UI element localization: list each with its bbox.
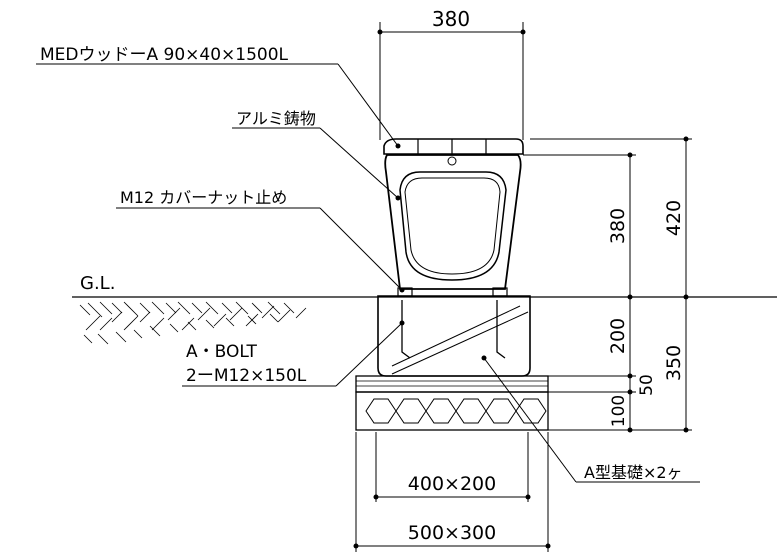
- material-leader: MEDウッドーA 90×40×1500L: [36, 45, 401, 149]
- block-depth-label: 200: [607, 318, 629, 354]
- casting-leader: アルミ鋳物: [232, 109, 401, 201]
- foundation-leader: A型基礎×2ヶ: [483, 357, 700, 483]
- block-size-dimension: 400×200: [373, 432, 531, 502]
- earth-hatch: [79, 301, 307, 345]
- base-size-label: 500×300: [408, 522, 496, 544]
- bench-seat: [383, 138, 524, 166]
- block-size-label: 400×200: [408, 473, 496, 495]
- seat-height-label: 380: [607, 208, 629, 244]
- mortar-depth-label: 50: [637, 374, 657, 396]
- right-dimensions: 380 420 200 350 50 100: [523, 136, 692, 433]
- concrete-block: [377, 295, 531, 377]
- aluminum-casting-leg: [384, 154, 522, 297]
- mortar-layer: [355, 375, 549, 393]
- top-width-label: 380: [432, 7, 470, 31]
- nut-label: M12 カバーナット止め: [120, 188, 287, 207]
- bolt-leader: A・BOLT 2ーM12×150L: [182, 322, 403, 387]
- nut-leader: M12 カバーナット止め: [116, 188, 405, 293]
- ground-line: G.L.: [72, 273, 777, 298]
- total-height-label: 420: [663, 200, 685, 236]
- foundation-label: A型基礎×2ヶ: [584, 463, 683, 482]
- bolt-label-line2: 2ーM12×150L: [186, 366, 307, 386]
- bolt-label-line1: A・BOLT: [186, 342, 258, 362]
- base-size-dimension: 500×300: [353, 432, 551, 552]
- gravel-depth-label: 100: [609, 395, 629, 427]
- material-label: MEDウッドーA 90×40×1500L: [40, 45, 289, 65]
- gl-label: G.L.: [80, 273, 115, 294]
- gravel-layer: [355, 391, 549, 431]
- total-depth-label: 350: [663, 345, 685, 381]
- casting-label: アルミ鋳物: [236, 109, 316, 128]
- top-width-dimension: 380: [377, 7, 526, 140]
